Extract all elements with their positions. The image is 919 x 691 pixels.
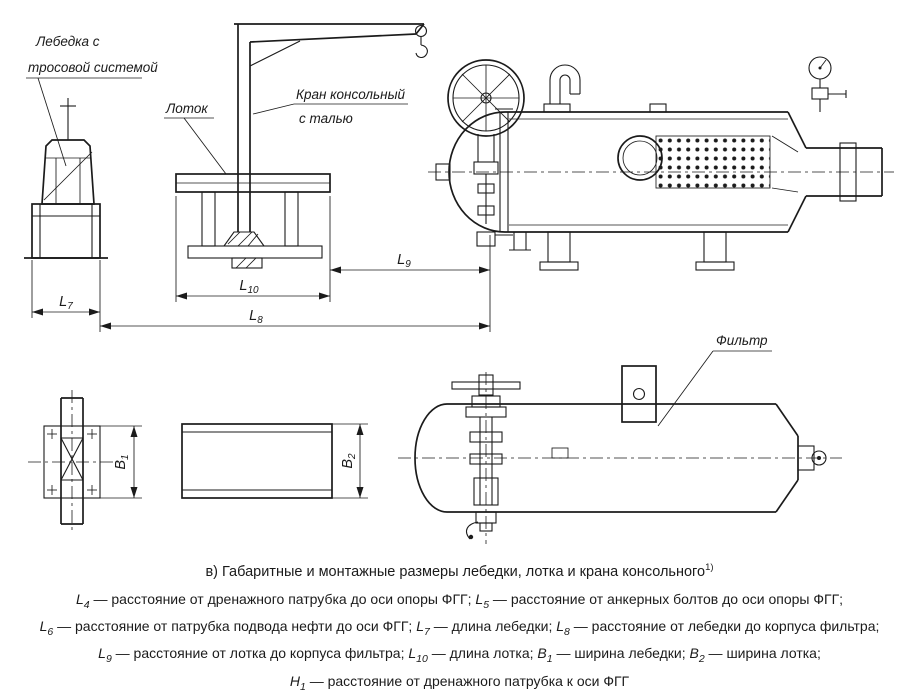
support-bracket xyxy=(621,365,657,423)
dimensions-top: L7 L8 L10 L9 xyxy=(31,196,491,332)
dimension-L10: L10 xyxy=(176,278,330,300)
tray-top-view: B2 xyxy=(181,423,368,499)
manhole xyxy=(617,135,663,181)
bolt-marks xyxy=(47,429,97,495)
winch-label-line1: Лебедка с xyxy=(35,34,100,49)
hook-pipe xyxy=(543,64,581,113)
dimension-L8: L8 xyxy=(100,308,490,330)
figure-caption: в) Габаритные и монтажные размеры лебедк… xyxy=(0,562,919,580)
dimension-L9: L9 xyxy=(330,252,490,274)
winch-label: Лебедка с тросовой системой xyxy=(26,34,158,167)
dim-label-L8: L8 xyxy=(249,308,263,326)
tray-label-text: Лоток xyxy=(165,101,208,116)
dimension-L7: L7 xyxy=(32,294,100,316)
drain-nozzle xyxy=(509,232,531,251)
head-flange xyxy=(495,108,513,236)
crane-base xyxy=(222,231,266,269)
dim-label-B2: B2 xyxy=(340,453,358,469)
dim-label-B1: B1 xyxy=(113,454,131,469)
dim-label-L10: L10 xyxy=(239,278,259,296)
caption-footnote-marker: 1) xyxy=(705,562,714,573)
winch-label-line2: тросовой системой xyxy=(28,60,158,75)
perforated-cartridge xyxy=(655,135,771,189)
tray-front-view xyxy=(175,173,331,259)
filter-label: Фильтр xyxy=(657,333,772,427)
technical-drawing: Лебедка с тросовой системой Кран консоль… xyxy=(24,23,894,544)
handwheel xyxy=(447,59,525,137)
tray-label: Лоток xyxy=(164,101,227,175)
pressure-gauge xyxy=(808,56,847,112)
legend-line: H1 — расстояние от дренажного патрубка к… xyxy=(289,672,630,691)
legend-line: L6 — расстояние от патрубка подвода нефт… xyxy=(39,618,880,638)
dimension-B1: B1 xyxy=(100,425,142,499)
crane-label-line1: Кран консольный xyxy=(296,87,406,102)
vessel-supports xyxy=(539,231,735,271)
legend-line: L9 — расстояние от лотка до корпуса филь… xyxy=(98,645,821,666)
crane-label: Кран консольный с талью xyxy=(252,87,408,126)
figure-legend: L4 — расстояние от дренажного патрубка д… xyxy=(0,589,919,691)
filter-bottom-view xyxy=(398,365,842,544)
filter-label-text: Фильтр xyxy=(716,333,768,348)
outlet-coupling xyxy=(839,142,857,202)
winch-front-view xyxy=(24,98,108,259)
crane-label-line2: с талью xyxy=(299,111,353,126)
filter-side-view xyxy=(428,56,894,271)
nameplate xyxy=(551,447,569,459)
caption-text: в) Габаритные и монтажные размеры лебедк… xyxy=(205,563,706,580)
dimension-B2: B2 xyxy=(332,423,368,499)
console-crane xyxy=(222,23,428,269)
gate-valve-stem xyxy=(473,134,499,247)
dim-label-L9: L9 xyxy=(397,252,411,270)
head-center-nozzle xyxy=(435,163,451,181)
legend-line: L4 — расстояние от дренажного патрубка д… xyxy=(75,590,844,611)
winch-top-view: B1 xyxy=(28,390,142,532)
gate-valve-section xyxy=(451,374,521,540)
crane-hook xyxy=(414,24,428,58)
dim-label-L7: L7 xyxy=(59,294,73,312)
lifting-lug xyxy=(649,103,667,113)
